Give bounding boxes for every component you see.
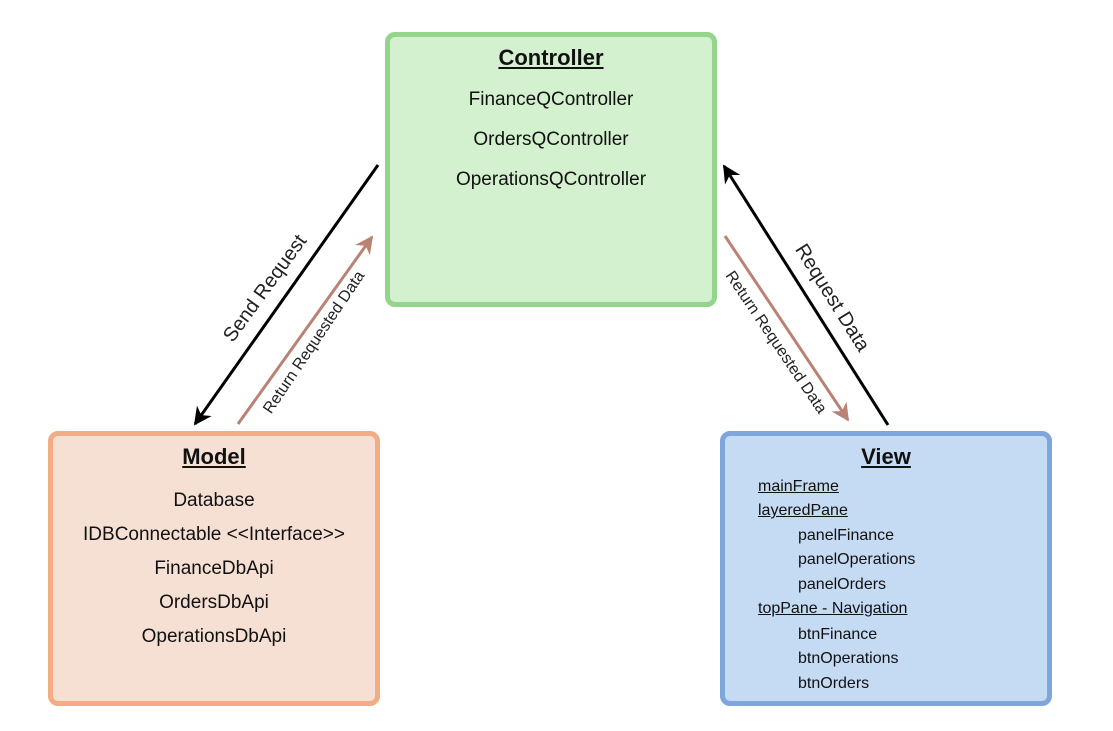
send-request-arrow (193, 164, 380, 426)
model-box: Model Database IDBConnectable <<Interfac… (48, 431, 380, 706)
model-title: Model (182, 444, 246, 469)
request-data-arrow (722, 164, 890, 426)
view-item-btnoperations: btnOperations (798, 650, 899, 667)
view-title: View (861, 444, 911, 469)
view-item-panelfinance: panelFinance (798, 527, 895, 544)
model-item: Database (173, 490, 255, 511)
view-item-panelorders: panelOrders (798, 576, 887, 593)
return-data-left-arrow (236, 235, 374, 425)
view-box: View mainFrame layeredPane panelFinance … (720, 431, 1052, 706)
view-item-btnfinance: btnFinance (798, 626, 878, 643)
view-item-btnorders: btnOrders (798, 675, 870, 692)
controller-box: Controller FinanceQController OrdersQCon… (385, 32, 717, 307)
view-item-toppane: topPane - Navigation (758, 600, 908, 617)
model-item: OrdersDbApi (159, 592, 269, 613)
model-item: IDBConnectable <<Interface>> (83, 524, 345, 545)
return-data-right-arrow (723, 235, 850, 422)
view-item-mainframe: mainFrame (758, 478, 839, 495)
send-request-label: Send Request (219, 230, 312, 346)
view-item-paneloperations: panelOperations (798, 551, 916, 568)
model-item: FinanceDbApi (154, 558, 274, 579)
controller-title: Controller (498, 45, 604, 70)
controller-item: FinanceQController (468, 89, 634, 110)
model-item: OperationsDbApi (141, 626, 287, 647)
return-data-right-label: Return Requested Data (722, 268, 830, 417)
controller-item: OperationsQController (455, 169, 647, 190)
view-item-layeredpane: layeredPane (758, 502, 848, 519)
controller-item: OrdersQController (473, 129, 629, 150)
